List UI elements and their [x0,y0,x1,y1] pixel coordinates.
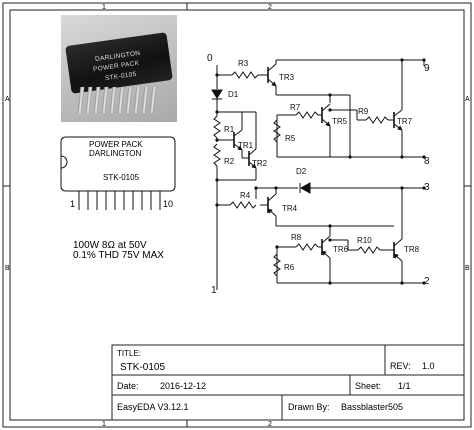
label-tr4: TR4 [282,204,298,213]
r8-resistor [295,243,319,251]
module-pin-last: 10 [163,199,173,209]
label-r7: R7 [290,103,301,112]
date-value: 2016-12-12 [160,381,206,391]
pin-label-1: 1 [211,285,217,296]
col-label-1: 1 [102,4,106,11]
module-part-number: STK-0105 [103,173,140,182]
label-r2: R2 [224,157,235,166]
r1-resistor [213,115,221,139]
date-label: Date: [117,381,139,391]
module-pin-first: 1 [70,199,75,209]
label-r9: R9 [358,107,369,116]
module-label-line2: DARLINGTON [89,149,142,158]
label-d1: D1 [228,90,239,99]
label-r5: R5 [285,134,296,143]
label-tr3: TR3 [279,73,295,82]
rev-value: 1.0 [422,361,435,371]
r2-resistor [213,143,221,167]
module-label-line1: POWER PACK [89,140,143,149]
row-label-b: B [5,265,10,272]
row-label-a: A [5,96,10,103]
label-tr1: TR1 [238,141,254,150]
sheet-value: 1/1 [398,381,411,391]
label-tr8: TR8 [404,245,420,254]
rev-label: REV: [390,361,411,371]
r6-resistor [273,253,281,277]
row-label-a-right: A [465,96,470,103]
pin-label-2: 2 [424,276,430,287]
title-value: STK-0105 [120,362,165,373]
label-r8: R8 [291,233,302,242]
label-r10: R10 [357,236,372,245]
label-r4: R4 [240,191,251,200]
sheet-label: Sheet: [355,381,381,391]
spec-line-2: 0.1% THD 75V MAX [73,250,164,261]
label-r1: R1 [224,125,235,134]
row-label-b-right: B [465,265,470,272]
r7-resistor [295,111,319,119]
pin-label-3: 3 [424,182,430,193]
r10-resistor [357,246,381,254]
module-symbol [60,136,176,210]
circuit-wiring [211,58,426,290]
r4-resistor [229,201,257,209]
pin-label-8: 8 [424,156,430,167]
label-d2: D2 [296,167,307,176]
label-tr5: TR5 [332,117,348,126]
r3-resistor [231,71,259,79]
r5-resistor [273,119,281,143]
col-label-2: 2 [268,4,272,11]
tool-version: EasyEDA V3.12.1 [117,402,189,412]
r9-resistor [365,116,389,124]
pin-label-9: 9 [424,63,430,74]
label-tr2: TR2 [252,159,268,168]
drawn-by-value: Bassblaster505 [341,402,403,412]
label-r3: R3 [238,59,249,68]
title-label: TITLE: [117,349,141,358]
col-label-2-bottom: 2 [268,421,272,428]
pin-label-0: 0 [207,53,213,64]
label-r6: R6 [284,263,295,272]
spec-line-1: 100W 8Ω at 50V [73,240,147,251]
label-tr6: TR6 [333,245,349,254]
module-photo: DARLINGTON POWER PACK STK-0105 [61,15,177,122]
label-tr7: TR7 [397,117,413,126]
drawn-by-label: Drawn By: [288,402,330,412]
title-block [111,344,465,421]
col-label-1-bottom: 1 [102,421,106,428]
